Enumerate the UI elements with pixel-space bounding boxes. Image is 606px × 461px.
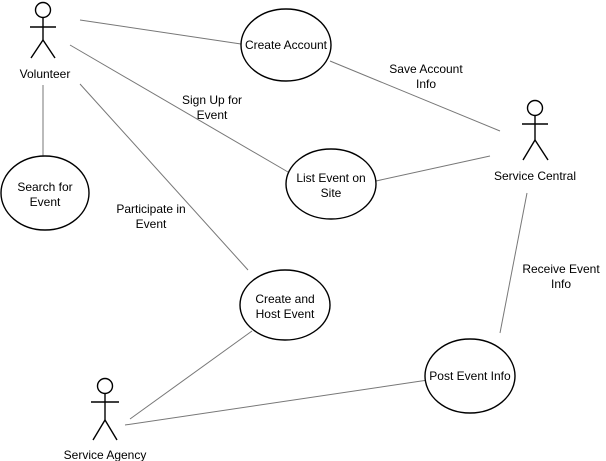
edge-label-line-1: Participate in xyxy=(116,202,185,216)
actor-service-agency: Service Agency xyxy=(64,377,147,461)
use-case-label: Create Account xyxy=(245,38,328,52)
edge-label-line-1: Receive Event xyxy=(522,262,600,276)
edge-service-agency-post-event xyxy=(124,379,429,426)
edge-create-host-service-agency xyxy=(129,330,253,420)
edge-label-line-2: Event xyxy=(197,108,228,122)
edge-volunteer-create-host xyxy=(79,83,249,271)
use-case-label-line-1: Search for xyxy=(17,180,72,194)
edge-label-line-1: Save Account xyxy=(389,62,463,76)
use-case-label-line-2: Host Event xyxy=(256,307,315,321)
use-case-label: Post Event Info xyxy=(429,369,511,383)
edge-service-central-post-event xyxy=(499,192,528,334)
use-case-create-account[interactable]: Create Account xyxy=(240,8,332,82)
actor-label-service-agency: Service Agency xyxy=(64,448,147,461)
edge-label-receive-event-info: Receive Event Info xyxy=(522,262,600,291)
edge-list-event-service-central xyxy=(375,155,491,182)
edge-label-save-account-info: Save Account Info xyxy=(389,62,463,91)
stick-figure-icon xyxy=(522,99,549,161)
use-case-list-event-on-site[interactable]: List Event on Site xyxy=(285,148,377,220)
use-case-label-line-1: Create and xyxy=(255,292,314,306)
actor-label-volunteer: Volunteer xyxy=(20,67,71,81)
edge-label-line-2: Event xyxy=(136,217,167,231)
actor-label-service-central: Service Central xyxy=(494,169,576,183)
use-case-post-event-info[interactable]: Post Event Info xyxy=(424,338,516,414)
use-case-label-line-2: Event xyxy=(30,195,61,209)
edge-label-line-2: Info xyxy=(416,77,436,91)
edge-label-participate-in-event: Participate in Event xyxy=(116,202,185,231)
actor-volunteer: Volunteer xyxy=(20,1,71,81)
actor-service-central: Service Central xyxy=(494,99,576,183)
edge-volunteer-create-account xyxy=(79,19,242,45)
use-case-search-for-event[interactable]: Search for Event xyxy=(0,155,90,231)
stick-figure-icon xyxy=(30,1,56,59)
use-case-label-line-2: Site xyxy=(321,186,342,200)
use-case-create-and-host-event[interactable]: Create and Host Event xyxy=(239,269,331,341)
edge-label-line-1: Sign Up for xyxy=(182,93,242,107)
edge-label-sign-up-for-event: Sign Up for Event xyxy=(182,93,242,122)
edge-volunteer-list-event xyxy=(69,44,289,173)
edge-create-account-service-central xyxy=(329,60,501,132)
edge-label-line-2: Info xyxy=(551,277,571,291)
use-case-label-line-1: List Event on xyxy=(296,171,365,185)
stick-figure-icon xyxy=(91,377,119,441)
